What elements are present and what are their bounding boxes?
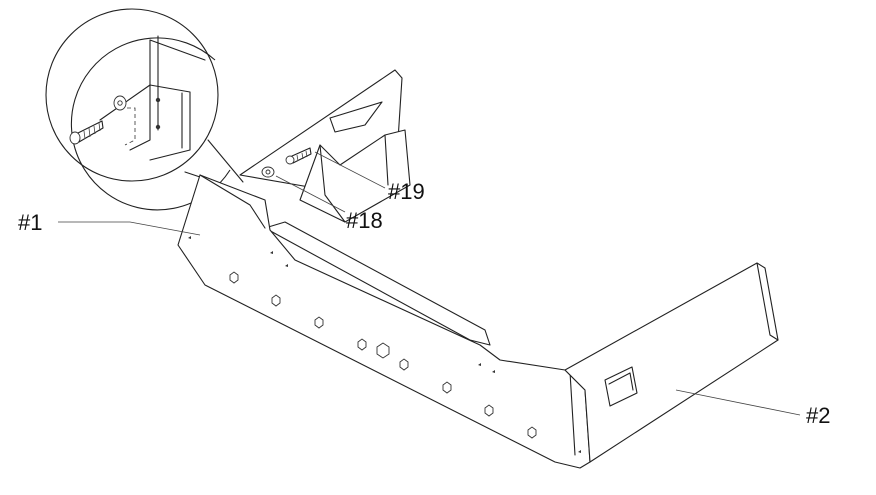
- hex-hole: [229, 271, 239, 284]
- front-face: [177, 174, 591, 469]
- back-plate-window: [329, 101, 383, 133]
- detail-callout: [45, 8, 244, 211]
- side-panel-edge: [756, 262, 779, 341]
- callout-tail-upper: [207, 139, 244, 183]
- label-washer: #18: [346, 208, 383, 233]
- screw-part: [285, 147, 312, 165]
- washer-part: [261, 166, 275, 178]
- hex-hole-large: [376, 342, 390, 359]
- detail-circle-outline: [45, 8, 219, 182]
- leader-part-1: [58, 221, 201, 236]
- hex-hole: [271, 294, 281, 307]
- side-panel: [564, 262, 779, 463]
- detail-hidden-line: [120, 107, 136, 146]
- inner-bracket-fold-2: [384, 134, 389, 186]
- detail-washer-hole: [117, 100, 123, 106]
- detail-bracket-face: [149, 84, 191, 161]
- hex-hole: [484, 404, 494, 417]
- hex-hole: [527, 426, 537, 439]
- leader-washer: [275, 175, 346, 213]
- hex-hole: [357, 338, 367, 351]
- front-top-edge: [199, 174, 266, 229]
- part-frame-main: [177, 69, 591, 469]
- hex-hole: [442, 381, 452, 394]
- label-screw: #19: [388, 179, 425, 204]
- inner-bracket-fold: [319, 144, 346, 223]
- part-frame-side: [564, 262, 779, 463]
- detail-bracket-edge: [129, 39, 151, 151]
- label-part-2: #2: [806, 403, 831, 428]
- slot-4: [478, 363, 481, 366]
- slot-1: [188, 236, 191, 239]
- detail-hole-a: [155, 97, 161, 103]
- slot-5: [492, 370, 495, 373]
- hex-holes: [229, 271, 537, 439]
- side-panel-window: [604, 366, 638, 407]
- hex-hole: [399, 358, 409, 371]
- leader-screw: [314, 151, 386, 189]
- hex-hole: [314, 316, 324, 329]
- top-flange: [264, 221, 491, 346]
- slot-3: [285, 264, 288, 267]
- slot-6: [578, 450, 581, 453]
- leader-part-2: [675, 389, 801, 416]
- slot-2: [270, 251, 273, 254]
- front-right-bend: [569, 371, 576, 456]
- detail-hole-b: [155, 124, 161, 130]
- detail-screw: [69, 120, 104, 145]
- detail-plate-top: [149, 39, 206, 61]
- label-part-1: #1: [18, 210, 43, 235]
- side-panel-window-inner: [608, 372, 634, 391]
